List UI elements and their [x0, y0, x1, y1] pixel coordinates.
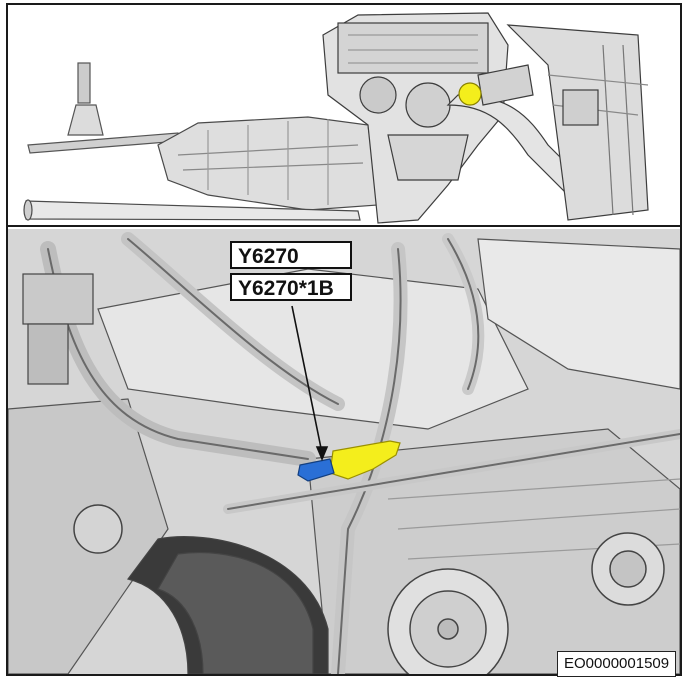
component-id-label: Y6270 [230, 241, 352, 269]
overview-panel [8, 5, 680, 227]
transmission-illustration [157, 116, 379, 211]
solenoid-valve-highlight [329, 440, 401, 480]
bracket-illustration [22, 273, 94, 385]
exhaust-pipe-illustration [23, 199, 361, 221]
engine-detail-illustration [8, 229, 680, 674]
pulley-illustration [73, 504, 665, 674]
engine-block-illustration [322, 12, 509, 224]
component-location-marker [458, 82, 482, 106]
shift-lever-illustration [27, 62, 181, 154]
connector-id-label: Y6270*1B [230, 273, 352, 301]
radiator-illustration [506, 24, 649, 221]
connector-highlight [297, 458, 335, 482]
figure-reference-label: EO0000001509 [557, 651, 677, 677]
engine-overview-illustration [23, 12, 649, 224]
callout-leader-line [291, 305, 329, 462]
detail-panel [8, 229, 680, 674]
intake-pipe-illustration [126, 536, 329, 674]
